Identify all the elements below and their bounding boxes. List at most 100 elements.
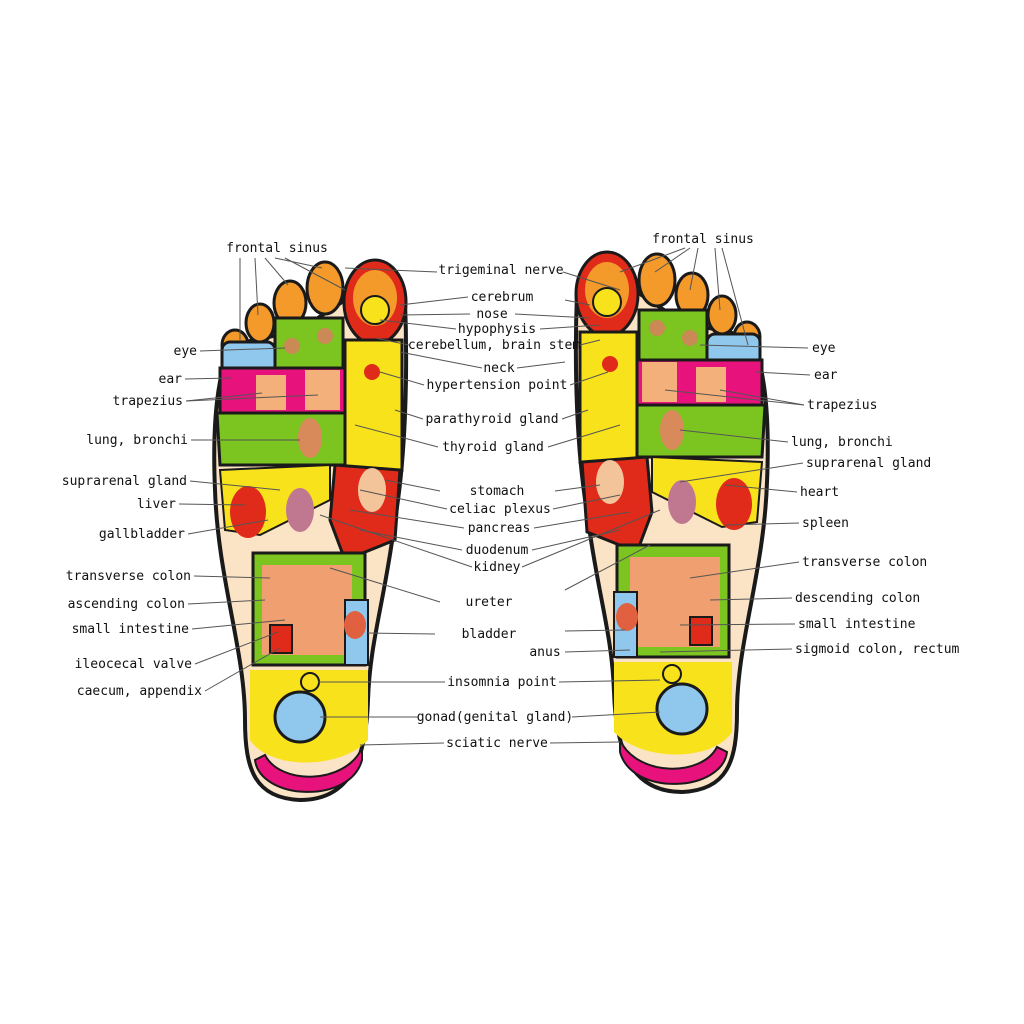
center-leader-line-sciatic-nerve	[549, 741, 621, 744]
left-label-small-intestine: small intestine	[72, 622, 190, 637]
left-label-caecum-appendix: caecum, appendix	[77, 684, 202, 699]
left-leader-line-trapezius	[185, 394, 319, 402]
right-leader-line-descending-colon	[709, 597, 793, 601]
right-leader-line-spleen	[724, 522, 800, 526]
left-foot	[212, 258, 409, 802]
left-leader-line-liver	[178, 503, 246, 506]
right-label-sigmoid-colon-rectum: sigmoid colon, rectum	[795, 642, 960, 657]
center-label-nose: nose	[476, 307, 507, 322]
left-label-frontal-sinus: frontal sinus	[226, 241, 328, 256]
center-label-gonad: gonad(genital gland)	[417, 710, 574, 725]
left-label-ear: ear	[159, 372, 183, 387]
center-label-pancreas: pancreas	[468, 521, 531, 536]
center-label-hypophysis: hypophysis	[458, 322, 536, 337]
right-leader-line-heart	[724, 484, 798, 493]
right-leader-line-suprarenal-gland	[679, 462, 804, 483]
left-label-liver: liver	[137, 497, 176, 512]
left-label-suprarenal-gland: suprarenal gland	[62, 474, 187, 489]
left-label-ascending-colon: ascending colon	[68, 597, 185, 612]
center-label-insomnia-point: insomnia point	[447, 675, 557, 690]
center-label-kidney: kidney	[474, 560, 521, 575]
center-label-cerebrum: cerebrum	[471, 290, 534, 305]
center-leader-line-cerebellum-brain-stem	[374, 337, 410, 346]
right-leader-line-frontal-sinus	[721, 247, 749, 346]
right-label-spleen: spleen	[802, 516, 849, 531]
center-leader-line-sciatic-nerve	[359, 742, 445, 746]
center-leader-line-neck	[516, 361, 566, 369]
center-leader-line-hypophysis	[379, 319, 457, 330]
right-leader-line-frontal-sinus	[654, 247, 691, 273]
center-label-sciatic-nerve: sciatic nerve	[446, 736, 548, 751]
left-label-gallbladder: gallbladder	[99, 527, 185, 542]
center-leader-line-duodenum	[359, 529, 463, 551]
left-leader-line-ascending-colon	[187, 599, 266, 605]
center-label-thyroid-gland: thyroid gland	[442, 440, 544, 455]
center-label-celiac-plexus: celiac plexus	[449, 502, 551, 517]
center-label-anus: anus	[529, 645, 560, 660]
center-leader-line-thyroid-gland	[547, 424, 621, 448]
right-foot	[573, 250, 770, 794]
right-leader-line-eye	[699, 344, 809, 349]
center-leader-line-kidney	[521, 509, 661, 568]
right-leader-line-ear	[754, 371, 811, 376]
center-label-cerebellum-brain-stem: cerebellum, brain stem	[408, 338, 580, 353]
left-leader-line-small-intestine	[191, 619, 286, 630]
center-leader-line-celiac-plexus	[552, 494, 621, 510]
center-leader-line-ureter	[329, 567, 441, 603]
center-leader-line-pancreas	[533, 511, 631, 529]
left-leader-line-caecum-appendix	[204, 647, 281, 692]
right-label-suprarenal-gland: suprarenal gland	[806, 456, 931, 471]
center-leader-line-parathyroid-gland	[394, 409, 424, 420]
center-leader-line-trigeminal-nerve	[562, 271, 621, 291]
right-leader-line-frontal-sinus	[619, 247, 686, 273]
center-leader-line-gonad	[571, 711, 661, 718]
right-leader-line-trapezius	[719, 389, 805, 406]
right-label-ear: ear	[814, 368, 838, 383]
center-leader-line-hypophysis	[539, 324, 601, 330]
center-leader-line-duodenum	[531, 529, 621, 551]
center-leader-line-stomach	[384, 479, 441, 492]
center-label-parathyroid-gland: parathyroid gland	[425, 412, 558, 427]
right-leader-line-sigmoid-colon-rectum	[659, 648, 793, 653]
center-leader-line-celiac-plexus	[359, 489, 448, 510]
left-leader-line-suprarenal-gland	[189, 480, 281, 491]
left-leader-line-frontal-sinus	[254, 257, 259, 316]
left-leader-line-trapezius	[185, 392, 263, 402]
right-leader-line-transverse-colon	[689, 561, 800, 579]
center-leader-line-insomnia-point	[558, 679, 661, 683]
right-label-descending-colon: descending colon	[795, 591, 920, 606]
center-leader-line-nose	[399, 313, 471, 316]
left-label-transverse-colon: transverse colon	[66, 569, 191, 584]
center-leader-line-bladder	[564, 629, 626, 632]
center-leader-line-nose	[514, 313, 591, 319]
left-leader-line-frontal-sinus	[284, 257, 346, 291]
right-label-heart: heart	[800, 485, 839, 500]
left-leader-line-transverse-colon	[193, 575, 271, 579]
center-label-stomach: stomach	[470, 484, 525, 499]
center-leader-line-cerebrum	[399, 296, 469, 306]
center-leader-line-ureter	[564, 544, 651, 591]
left-leader-line-ileocecal-valve	[194, 631, 279, 665]
center-label-duodenum: duodenum	[466, 543, 529, 558]
center-leader-line-cerebellum-brain-stem	[579, 339, 601, 346]
center-leader-line-anus	[564, 649, 631, 653]
center-leader-line-neck	[399, 351, 483, 369]
center-leader-line-stomach	[554, 484, 601, 492]
right-leader-line-frontal-sinus	[689, 247, 699, 291]
right-label-lung-bronchi: lung, bronchi	[791, 435, 893, 450]
center-leader-line-cerebrum	[564, 299, 591, 306]
right-label-small-intestine: small intestine	[798, 617, 916, 632]
left-leader-line-frontal-sinus	[274, 257, 323, 269]
right-leader-line-frontal-sinus	[714, 247, 721, 311]
right-label-trapezius: trapezius	[807, 398, 877, 413]
left-label-trapezius: trapezius	[113, 394, 183, 409]
center-leader-line-thyroid-gland	[354, 424, 439, 448]
center-leader-line-parathyroid-gland	[561, 409, 589, 420]
left-label-lung-bronchi: lung, bronchi	[86, 433, 188, 448]
center-label-ureter: ureter	[466, 595, 513, 610]
right-leader-line-lung-bronchi	[679, 429, 789, 443]
left-leader-line-ear	[184, 377, 233, 380]
center-leader-line-bladder	[367, 632, 436, 635]
left-leader-line-frontal-sinus	[264, 257, 289, 286]
